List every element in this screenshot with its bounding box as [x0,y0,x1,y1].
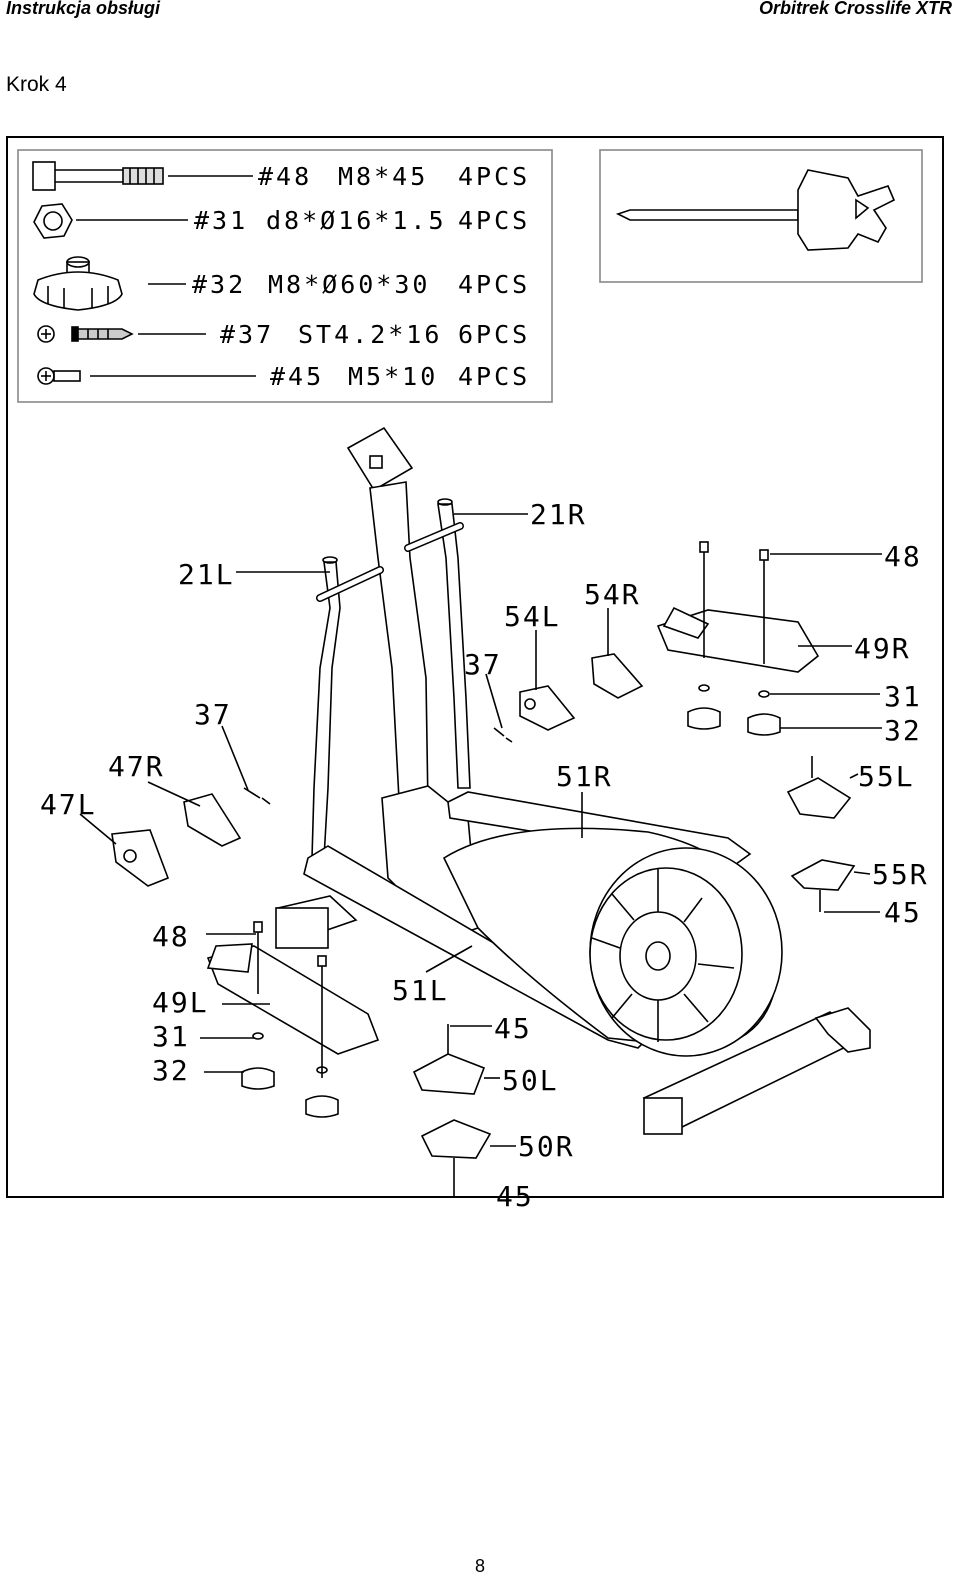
hw-45-spec: M5*10 [348,362,438,391]
label-55l: 55L [858,760,915,793]
cap-50r [420,1119,492,1159]
hw-48-qty: 4PCS [458,162,530,191]
label-32a: 32 [884,714,922,747]
label-45a: 45 [884,896,922,929]
hardware-box [17,149,553,403]
label-37a: 37 [464,648,502,681]
label-31a: 31 [884,680,922,713]
knob-icon [33,256,123,311]
cap-50l [412,1053,486,1095]
assembly-diagram-frame: #48 M8*45 4PCS #31 d8*Ø16*1.5 4PCS #32 M… [6,136,944,1213]
cap-47r [183,793,242,847]
hw-32-qty: 4PCS [458,270,530,299]
label-54l: 54L [504,600,561,633]
label-55r: 55R [872,858,929,891]
washer-icon [33,203,73,239]
small-screw-icon [37,367,81,385]
step-title: Krok 4 [6,73,67,96]
hw-32-id: #32 [192,270,246,299]
header-doc-title: Instrukcja obsługi [6,0,161,18]
label-48a: 48 [884,540,922,573]
hw-32-spec: M8*Ø60*30 [268,270,430,299]
label-37b: 37 [194,698,232,731]
label-48b: 48 [152,920,190,953]
hw-31-qty: 4PCS [458,206,530,235]
label-47r: 47R [108,750,165,783]
label-21r: 21R [530,498,587,531]
header-product-name: Orbitrek Crosslife XTR [758,0,952,18]
label-51r: 51R [556,760,613,793]
hw-48-spec: M8*45 [338,162,428,191]
assembly-diagram: #48 M8*45 4PCS #31 d8*Ø16*1.5 4PCS #32 M… [17,149,929,1213]
cap-54r [591,653,644,699]
hw-31-id: #31 [194,206,248,235]
label-45b: 45 [494,1012,532,1045]
label-47l: 47L [40,788,97,821]
hw-31-spec: d8*Ø16*1.5 [266,206,447,235]
label-31b: 31 [152,1020,190,1053]
hw-37-spec: ST4.2*16 [298,320,442,349]
screw-icon [37,325,134,343]
label-45c: 45 [496,1180,534,1213]
page-number: 8 [474,1556,485,1576]
label-50r: 50R [518,1130,575,1163]
cap-47l [111,829,170,887]
hw-45-id: #45 [270,362,324,391]
tool-box [599,149,923,283]
label-50l: 50L [502,1064,559,1097]
cap-54l [519,685,576,731]
bolt-icon [32,161,164,191]
hw-45-qty: 4PCS [458,362,530,391]
cap-55l [786,777,852,819]
elliptical-trainer-drawing [275,426,871,1135]
hw-37-id: #37 [220,320,274,349]
hw-48-id: #48 [258,162,312,191]
hw-37-qty: 6PCS [458,320,530,349]
label-49l: 49L [152,986,209,1019]
cap-55r [790,859,856,891]
label-49r: 49R [854,632,911,665]
screwdriver-wrench-icon [615,169,896,251]
label-51l: 51L [392,974,449,1007]
label-54r: 54R [584,578,641,611]
label-21l: 21L [178,558,235,591]
label-32b: 32 [152,1054,190,1087]
pedal-49l [206,945,380,1055]
